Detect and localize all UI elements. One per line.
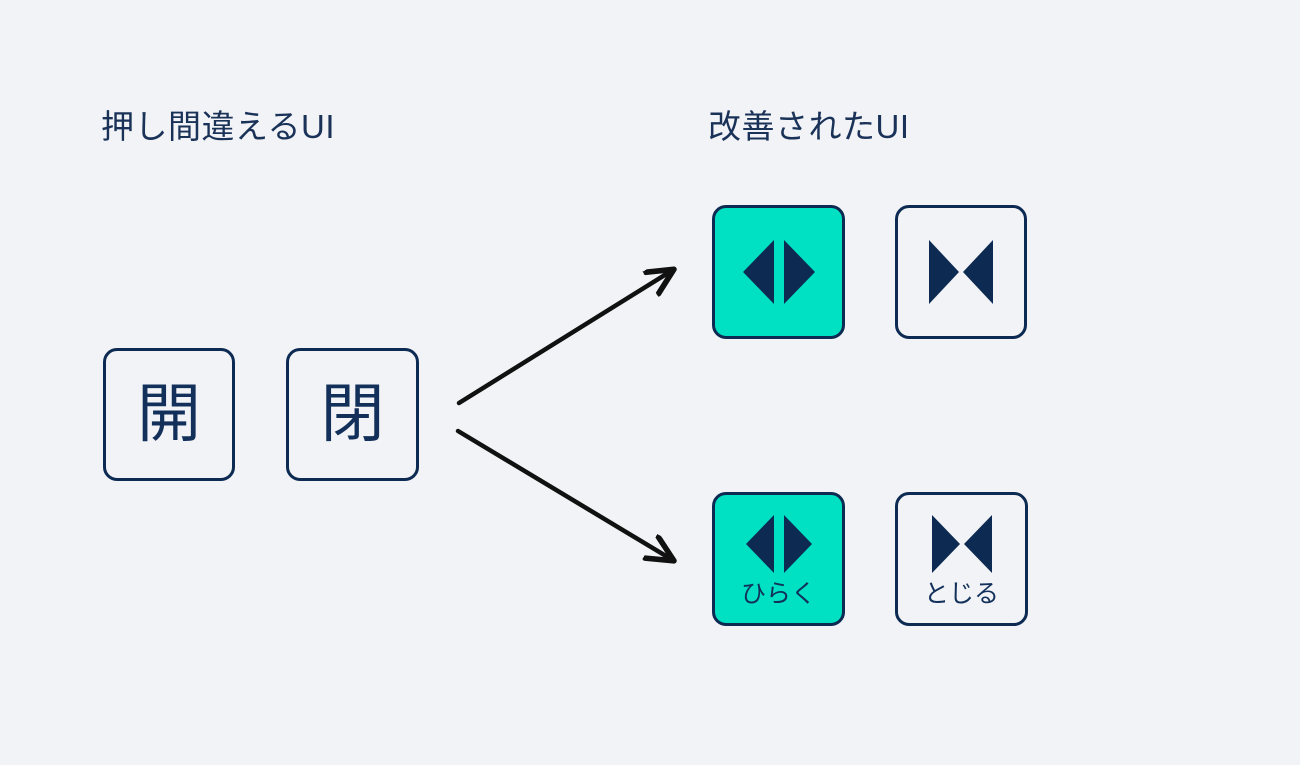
button-open-kanji[interactable]: 開 — [103, 348, 235, 481]
after-column-heading: 改善されたUI — [708, 108, 910, 145]
button-close-caption: とじる — [923, 578, 999, 608]
button-open-kanji-label: 開 — [137, 377, 201, 452]
arrows-outward-icon — [742, 240, 815, 304]
before-column-heading: 押し間違えるUI — [101, 108, 336, 145]
button-open-caption: ひらく — [740, 578, 816, 608]
arrow-to-labeled-variant — [455, 428, 671, 559]
arrows-inward-icon — [929, 240, 993, 304]
button-close-with-label[interactable]: とじる — [895, 492, 1028, 626]
arrows-outward-icon — [745, 514, 812, 573]
button-close-kanji[interactable]: 閉 — [286, 348, 419, 481]
button-close-icon-only[interactable] — [895, 205, 1027, 339]
arrows-inward-icon — [931, 514, 992, 573]
button-open-with-label[interactable]: ひらく — [712, 492, 845, 626]
button-open-icon-only[interactable] — [712, 205, 845, 339]
arrow-to-icon-only-variant — [456, 271, 671, 406]
button-close-kanji-label: 閉 — [320, 377, 385, 452]
